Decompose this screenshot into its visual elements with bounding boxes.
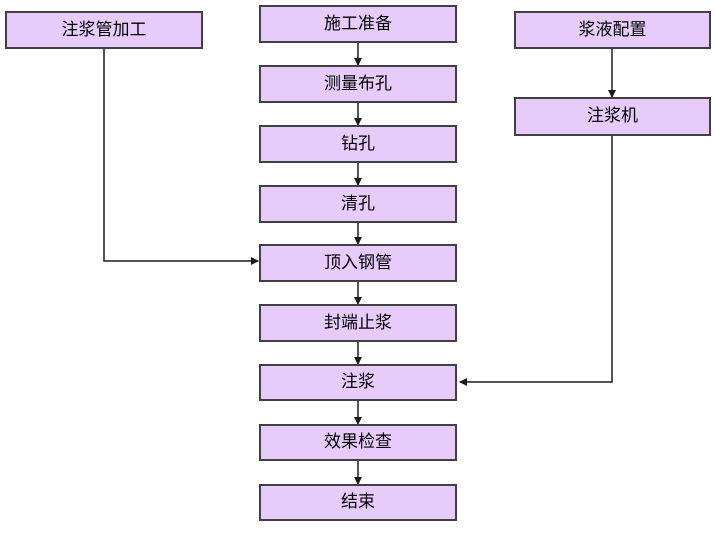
step-drill-label: 钻孔 — [341, 133, 375, 154]
arrow-machine-to-grout — [459, 136, 613, 386]
box-pipe-processing: 注浆管加工 — [5, 11, 203, 49]
step-pipe-label: 顶入钢管 — [324, 252, 392, 273]
step-seal: 封端止浆 — [259, 304, 457, 342]
step-inspect-label: 效果检查 — [324, 432, 392, 452]
step-survey-label: 测量布孔 — [324, 73, 392, 94]
step-survey: 测量布孔 — [259, 65, 457, 103]
step-clean-label: 清孔 — [341, 193, 375, 214]
box-slurry-prep: 浆液配置 — [514, 11, 711, 49]
box-grout-machine-label: 注浆机 — [587, 106, 638, 126]
step-end-label: 结束 — [341, 492, 375, 512]
box-pipe-processing-label: 注浆管加工 — [61, 19, 147, 40]
step-prep-label: 施工准备 — [324, 13, 392, 34]
step-drill: 钻孔 — [259, 125, 457, 163]
step-seal-label: 封端止浆 — [324, 312, 392, 333]
box-grout-machine: 注浆机 — [514, 97, 711, 136]
step-grout-label: 注浆 — [341, 372, 375, 392]
arrow-pipe-processing-to-pipe — [103, 49, 259, 265]
step-end: 结束 — [259, 484, 457, 521]
box-slurry-prep-label: 浆液配置 — [578, 19, 647, 40]
step-inspect: 效果检查 — [259, 424, 457, 461]
step-prep: 施工准备 — [259, 5, 457, 43]
step-pipe: 顶入钢管 — [259, 244, 457, 282]
step-grout: 注浆 — [259, 364, 457, 401]
step-clean: 清孔 — [259, 185, 457, 223]
